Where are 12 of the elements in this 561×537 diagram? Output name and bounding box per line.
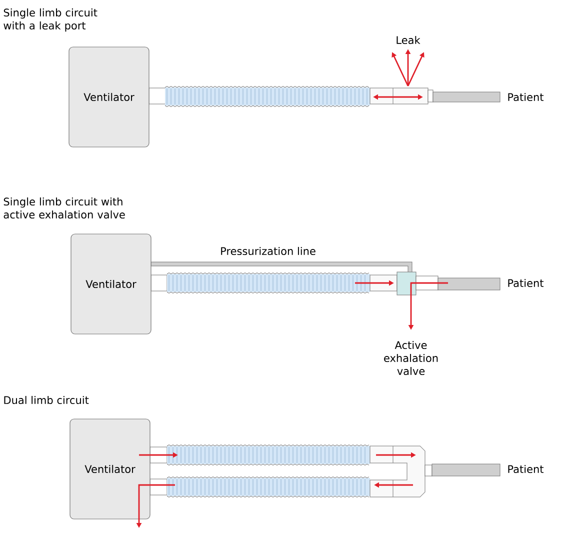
patient-label: Patient: [508, 464, 544, 474]
section-heading: Single limb circuit with active exhalation valve: [4, 197, 125, 219]
ventilator-box: Ventilator: [70, 234, 152, 334]
ventilator-box: Ventilator: [70, 418, 150, 520]
patient-label: Patient: [508, 92, 544, 102]
valve-label: Active exhalation valve: [384, 340, 438, 376]
line-label: Pressurization line: [221, 246, 316, 256]
leak-label: Leak: [396, 36, 420, 44]
ventilator-box: Ventilator: [68, 46, 150, 148]
section-heading: Dual limb circuit: [4, 396, 89, 404]
section-heading: Single limb circuit with a leak port: [4, 8, 98, 32]
patient-label: Patient: [508, 278, 544, 288]
